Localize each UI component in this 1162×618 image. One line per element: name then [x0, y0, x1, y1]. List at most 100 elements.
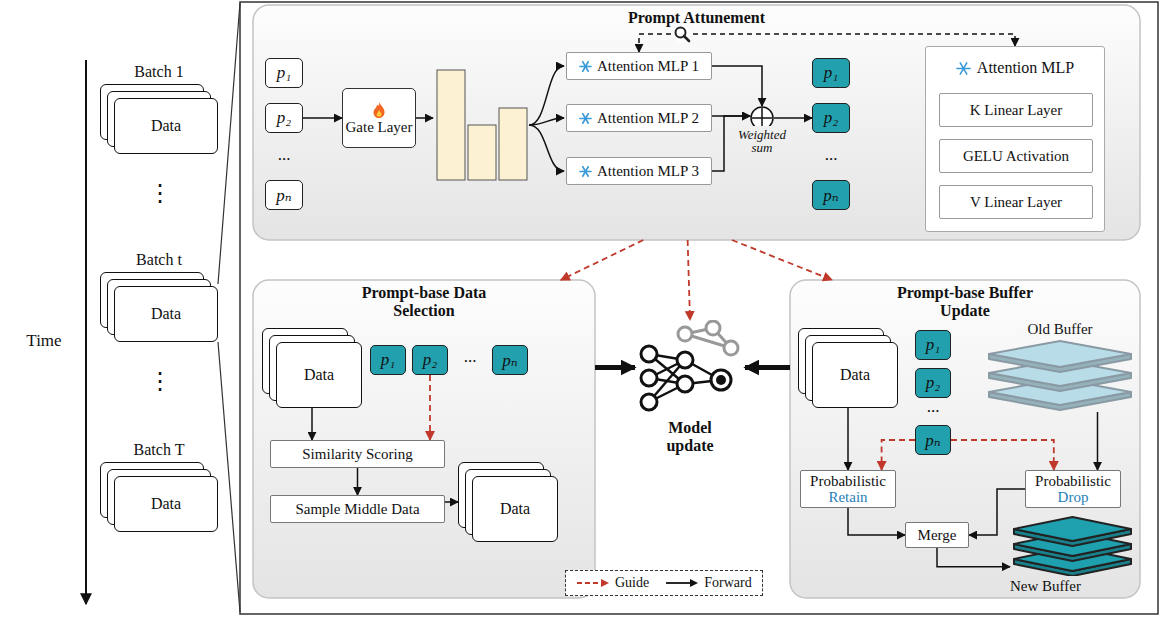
- magnifier-icon: [674, 26, 690, 42]
- ellipsis: ...: [811, 146, 851, 165]
- data-label: Data: [151, 305, 181, 323]
- mlp-box: Attention MLP 2: [566, 104, 712, 132]
- mlp-box: Attention MLP 3: [566, 157, 712, 185]
- buffer-stack: Old Buffer: [985, 320, 1135, 412]
- ellipsis: ...: [450, 348, 490, 367]
- gate-layer-box: Gate Layer: [342, 88, 416, 148]
- forward-arrow: [303, 117, 342, 119]
- ellipsis: ...: [913, 398, 953, 417]
- module-panel: Prompt-base Data SelectionData p₁p₂ pₙSimi…: [253, 280, 595, 598]
- batch-label: Batch 1: [100, 62, 218, 84]
- bar-chart: [437, 70, 527, 180]
- model-node: Model update: [630, 320, 750, 460]
- data-stack: Data: [798, 328, 898, 408]
- prompt-label: p₂: [277, 108, 291, 128]
- box-label: Attention MLP 3: [597, 163, 699, 180]
- legend-box: Guide Forward: [565, 570, 763, 596]
- batch-label: Batch T: [100, 440, 218, 462]
- forward-arrow: [595, 365, 635, 370]
- gate-to-bars: [416, 117, 433, 119]
- layer-box: V Linear Layer: [939, 185, 1093, 219]
- guide-arrow: [882, 440, 915, 470]
- prompt-token: p₁: [370, 345, 406, 375]
- module-panel: Prompt Attunementp₁p₂pₙGate LayerAttenti…: [253, 5, 1140, 240]
- prompt-token: p₁: [812, 58, 850, 88]
- box-label: Sample Middle Data: [295, 501, 419, 518]
- panel-ground: [253, 5, 1140, 240]
- prompt-label: pₙ: [502, 350, 517, 371]
- box-label: K Linear Layer: [970, 102, 1062, 119]
- process-box: Similarity Scoring: [270, 440, 445, 468]
- box-label: Gate Layer: [345, 119, 412, 135]
- prompt-token: p₂: [412, 345, 448, 375]
- guide-arrow: [732, 240, 832, 280]
- panel-ground: [253, 280, 595, 598]
- mlp-box: Attention MLP 1: [566, 52, 712, 80]
- panel-title: Prompt-base Data Selection: [339, 284, 509, 320]
- legend-label: Guide: [615, 575, 649, 591]
- prompt-token: p₂: [265, 103, 303, 133]
- data-card: Data: [114, 476, 218, 532]
- box-label: V Linear Layer: [970, 194, 1062, 211]
- zoom-line: [218, 342, 240, 612]
- data-label: Data: [151, 495, 181, 513]
- forward-arrow: [848, 508, 905, 535]
- box-label: Probabilistic: [810, 473, 886, 489]
- forward-arrow: [712, 66, 762, 106]
- data-card: Data: [114, 286, 218, 342]
- ellipsis: ...: [264, 146, 304, 165]
- prompt-label: pₙ: [823, 185, 838, 206]
- data-card: Data: [812, 342, 898, 408]
- data-card: Data: [472, 476, 558, 542]
- process-box: Merge: [905, 522, 969, 548]
- sum-label: Weighted sum: [734, 128, 790, 154]
- prompt-token: p₁: [265, 58, 303, 88]
- process-box: Sample Middle Data: [270, 495, 445, 523]
- legend-sample: [665, 577, 699, 589]
- buffer-icon: [1010, 514, 1135, 576]
- forward-arrow: [745, 365, 790, 370]
- data-stack: Data: [458, 462, 558, 542]
- forward-arrow: [937, 548, 1010, 567]
- layer-box: GELU Activation: [939, 139, 1093, 173]
- axis-label: Time: [14, 332, 74, 351]
- prompt-token: pₙ: [265, 180, 303, 210]
- legend-item: Forward: [665, 575, 751, 591]
- prompt-token: pₙ: [492, 345, 528, 375]
- panel-title: Prompt-base Buffer Update: [880, 284, 1050, 320]
- process-box: ProbabilisticRetain: [800, 470, 896, 508]
- bar-branch: [529, 118, 564, 125]
- bar-branch: [529, 66, 564, 125]
- box-label: Drop: [1058, 489, 1089, 505]
- prompt-label: p₂: [824, 108, 838, 128]
- box-label: Merge: [918, 527, 957, 544]
- model-label: Model update: [650, 419, 730, 455]
- box-label: GELU Activation: [963, 148, 1069, 165]
- batch-stack: Batch T Data: [100, 440, 218, 532]
- buffer-stack: New Buffer: [1010, 514, 1135, 596]
- legend-sample: [576, 577, 610, 589]
- prompt-token: p₂: [812, 103, 850, 133]
- frozen-icon: [579, 60, 592, 73]
- batch-stack: Batch t Data: [100, 250, 218, 342]
- box-label: Attention MLP 1: [597, 58, 699, 75]
- prompt-label: p₁: [824, 63, 838, 83]
- prompt-token: p₁: [915, 330, 951, 360]
- batch-label: Batch t: [100, 250, 218, 272]
- forward-arrow: [847, 408, 849, 470]
- box-label: Attention MLP 2: [597, 110, 699, 127]
- data-card: Data: [114, 98, 218, 154]
- forward-arrow: [445, 501, 458, 503]
- panel-ground: [790, 280, 1140, 598]
- data-label: Data: [304, 366, 334, 384]
- continuation-dots: ⋮: [140, 368, 180, 394]
- layer-box: K Linear Layer: [939, 93, 1093, 127]
- forward-arrow: [712, 116, 750, 171]
- data-label: Data: [500, 500, 530, 518]
- frozen-icon: [579, 165, 592, 178]
- frozen-icon: [956, 61, 971, 76]
- forward-arrow: [311, 408, 313, 440]
- box-label: Similarity Scoring: [302, 446, 412, 463]
- panel-title: Prompt Attunement: [547, 9, 847, 27]
- time-axis: [85, 60, 87, 604]
